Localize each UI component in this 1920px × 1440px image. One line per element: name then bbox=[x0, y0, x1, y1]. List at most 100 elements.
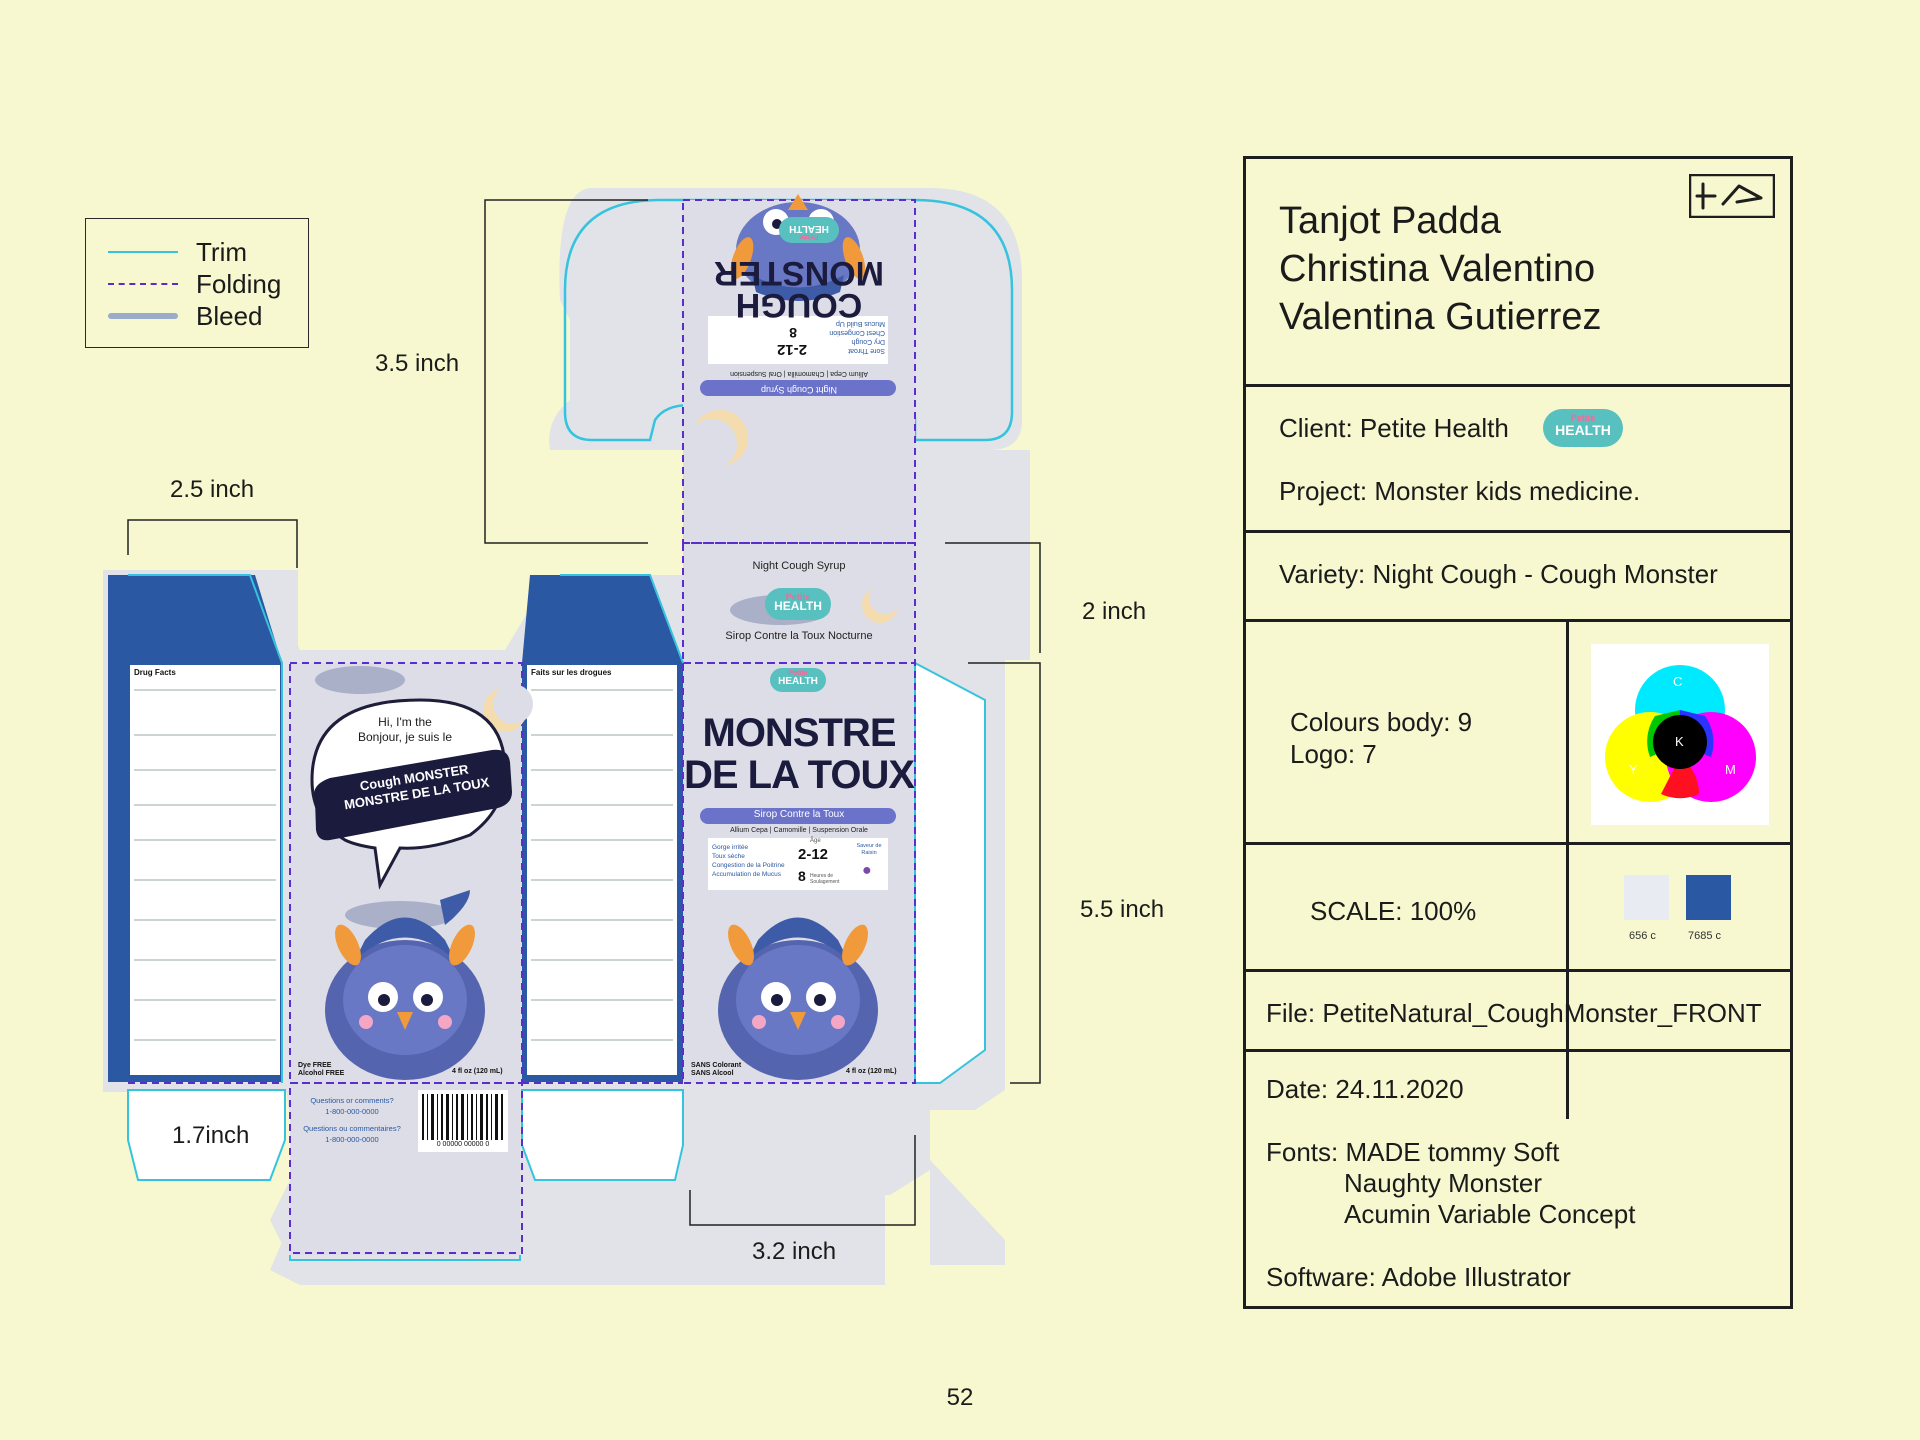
top-panel-text: COUGH MONSTER Night Cough Syrup Allium C… bbox=[683, 200, 915, 543]
symptom: Gorge irritée bbox=[712, 844, 749, 851]
speech-text: Hi, I'm the Bonjour, je suis le bbox=[305, 715, 505, 745]
speech-banner bbox=[314, 749, 512, 841]
speech-en: Hi, I'm the bbox=[378, 715, 432, 729]
cmyk-circles bbox=[1605, 665, 1756, 802]
client: Client: Petite Health bbox=[1279, 413, 1509, 443]
cmyk-label: C bbox=[1673, 674, 1683, 689]
colours-body: Colours body: 9 bbox=[1290, 707, 1473, 737]
symptom: Toux sèche bbox=[712, 853, 745, 860]
project: Project: Monster kids medicine. bbox=[1279, 476, 1641, 506]
symptom: Congestion de la Poitrine bbox=[712, 862, 785, 869]
symptom: Dry Cough bbox=[851, 338, 885, 345]
top-ages: 2-12 bbox=[776, 341, 807, 358]
front-flavor: Saveur de Raisin bbox=[856, 843, 882, 856]
front-ages: 2-12 bbox=[798, 846, 829, 863]
front-dose: 8 bbox=[798, 868, 806, 884]
side-left-title: Drug Facts bbox=[134, 668, 176, 677]
cmyk-label: M bbox=[1725, 762, 1736, 777]
front-symptoms: Gorge irritée Toux sèche Congestion de l… bbox=[712, 843, 802, 879]
front-info-box bbox=[708, 838, 888, 890]
drug-facts-box-left bbox=[130, 665, 280, 1075]
symptom: Mucus Build Up bbox=[835, 320, 885, 327]
monster-right bbox=[718, 917, 878, 1080]
fold-lines bbox=[128, 199, 916, 1254]
phone-en: 1-800-000-0000 bbox=[325, 1107, 379, 1116]
front-dose-label: Heures de Soulagement bbox=[810, 873, 840, 885]
monster-left bbox=[325, 890, 485, 1080]
cmyk-label: K bbox=[1675, 734, 1684, 749]
designer-name: Tanjot Padda bbox=[1279, 200, 1501, 242]
phone-fr: 1-800-000-0000 bbox=[325, 1135, 379, 1144]
glue-flap bbox=[914, 661, 986, 1084]
barcode-number: 0 00000 00000 0 bbox=[436, 1141, 490, 1148]
sans-colorant-note: SANS Colorant SANS Alcool bbox=[691, 1062, 741, 1078]
trim-lines bbox=[128, 574, 684, 1261]
bottom-flap-left bbox=[127, 1089, 286, 1181]
front-age-label: Âge bbox=[810, 838, 821, 844]
top-ingredients: Allium Cepa | Chamomilla | Oral Suspensi… bbox=[730, 370, 868, 377]
date: Date: 24.11.2020 bbox=[1266, 1074, 1464, 1104]
legend-item-trim: Trim bbox=[108, 237, 247, 267]
top-symptoms: Sore Throat Dry Cough Chest Congestion M… bbox=[735, 319, 885, 355]
contact-info: Questions or comments? 1-800-000-0000 Qu… bbox=[292, 1095, 412, 1145]
front-title-1: MONSTRE bbox=[702, 711, 897, 755]
front-subtitle: Sirop Contre la Toux bbox=[753, 809, 845, 820]
lid-line-2: Sirop Contre la Toux Nocturne bbox=[725, 630, 873, 642]
font-2: Naughty Monster bbox=[1344, 1168, 1542, 1198]
legend-item-folding: Folding bbox=[108, 269, 281, 299]
legend-label: Folding bbox=[196, 268, 282, 299]
designer-name: Valentina Gutierrez bbox=[1279, 296, 1602, 338]
sans-colorant: SANS Colorant bbox=[691, 1062, 742, 1069]
dimension-side-width: 2.5 inch bbox=[170, 476, 255, 503]
volume-left: 4 fl oz (120 mL) bbox=[452, 1068, 503, 1075]
cmyk-label: Y bbox=[1629, 762, 1638, 777]
top-info-box bbox=[708, 316, 888, 364]
top-title: COUGH MONSTER bbox=[683, 254, 915, 324]
file-name: File: PetiteNatural_CoughMonster_FRONT bbox=[1266, 998, 1762, 1028]
top-subtitle: Night Cough Syrup bbox=[760, 385, 838, 395]
page-number: 52 bbox=[946, 1384, 974, 1411]
designer-names: Tanjot Padda Christina Valentino Valenti… bbox=[1279, 197, 1601, 341]
barcode bbox=[422, 1094, 503, 1140]
questions-fr: Questions ou commentaires? bbox=[303, 1124, 401, 1133]
top-title-1: COUGH bbox=[735, 286, 863, 324]
trim-swatch bbox=[108, 251, 178, 253]
front-title: MONSTRE DE LA TOUX bbox=[683, 712, 915, 796]
legend-label: Bleed bbox=[196, 300, 263, 331]
bottom-flap-right bbox=[521, 1089, 684, 1181]
swatch-7685c bbox=[1686, 875, 1731, 920]
symptom: Sore Throat bbox=[848, 347, 885, 354]
drug-facts-box-right bbox=[527, 665, 677, 1075]
dimension-front-height: 5.5 inch bbox=[1080, 896, 1165, 923]
scale: SCALE: 100% bbox=[1310, 896, 1477, 926]
top-title-2: MONSTER bbox=[714, 254, 884, 292]
swatch-label: 656 c bbox=[1629, 930, 1656, 942]
symptom: Accumulation de Mucus bbox=[712, 871, 782, 878]
title-block: Tanjot Padda Christina Valentino Valenti… bbox=[1243, 156, 1793, 1309]
logo-colours: Logo: 7 bbox=[1290, 739, 1377, 769]
dimension-bottom-flap: 1.7inch bbox=[172, 1122, 250, 1149]
dye-free-note: Dye FREE Alcohol FREE bbox=[298, 1062, 344, 1078]
folding-swatch bbox=[108, 283, 178, 285]
studio-logo-icon bbox=[1689, 174, 1775, 218]
dimension-lines bbox=[127, 199, 1041, 1226]
drug-facts-lines bbox=[134, 689, 673, 1041]
font-3: Acumin Variable Concept bbox=[1344, 1199, 1636, 1229]
front-ribbon bbox=[700, 808, 896, 824]
swatch-label: 7685 c bbox=[1688, 930, 1722, 942]
fonts: Fonts: MADE tommy Soft bbox=[1266, 1137, 1560, 1167]
legend-label: Trim bbox=[196, 236, 248, 267]
legend-item-bleed: Bleed bbox=[108, 301, 263, 331]
symptom: Chest Congestion bbox=[829, 329, 885, 336]
software: Software: Adobe Illustrator bbox=[1266, 1262, 1571, 1292]
speech-fr: Bonjour, je suis le bbox=[357, 730, 453, 744]
front-title-2: DE LA TOUX bbox=[683, 753, 915, 797]
bleed-swatch bbox=[108, 313, 178, 319]
cmyk-diagram: C K Y M bbox=[1591, 644, 1769, 825]
designer-name: Christina Valentino bbox=[1279, 248, 1596, 290]
volume-right: 4 fl oz (120 mL) bbox=[846, 1068, 897, 1075]
swatch-656c bbox=[1624, 875, 1669, 920]
lid-line-1: Night Cough Syrup bbox=[752, 560, 846, 572]
